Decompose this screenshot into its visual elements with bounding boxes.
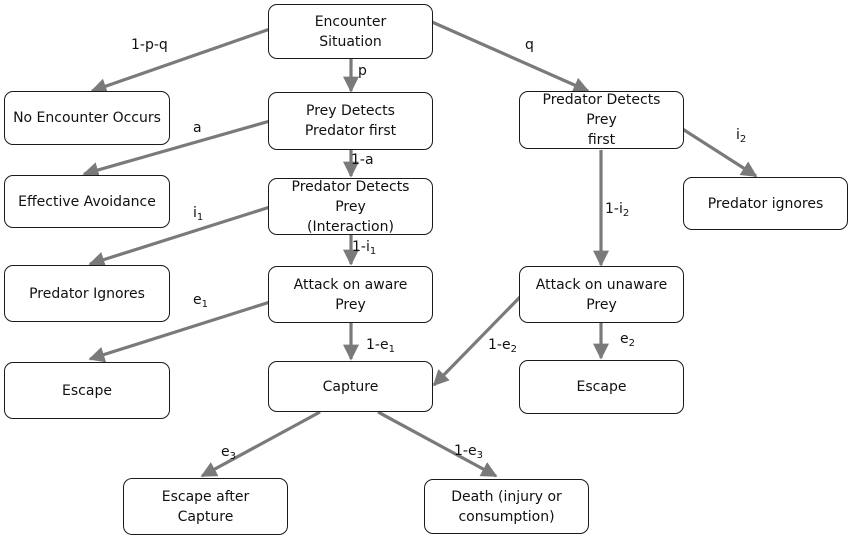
node-label: Predator Detects Prey (Interaction) [291, 178, 410, 235]
edge-interaction-to-ignores [88, 205, 271, 268]
node-label: Predator Detects Prey first [542, 92, 661, 148]
node-label: Effective Avoidance [18, 193, 156, 210]
edge-predator-first-to-ignores [680, 126, 758, 178]
edge-label-1-a: 1-a [351, 152, 374, 168]
edge-label-main: 1-e [366, 337, 389, 353]
node-label: Death (injury or consumption) [451, 488, 562, 525]
edge-label-main: 1-a [351, 152, 374, 168]
edge-label-main: e [221, 444, 230, 460]
edge-label-main: e [620, 331, 629, 347]
node-label: Attack on aware Prey [293, 276, 408, 313]
edge-label-main: 1-e [488, 337, 511, 353]
node-predator-ignores-left: Predator Ignores [4, 265, 170, 322]
node-label: Predator Ignores [29, 285, 145, 302]
node-label: Escape [576, 379, 627, 395]
edge-encounter-to-predator-detects [431, 20, 590, 93]
edge-attack-unaware-to-capture [432, 295, 522, 387]
edge-label-main: i [193, 205, 197, 221]
node-interaction: Predator Detects Prey (Interaction) [268, 178, 433, 235]
edge-label-sub: 1 [369, 246, 377, 257]
edge-label-a: a [193, 120, 202, 136]
node-predator-ignores-right: Predator ignores [683, 177, 848, 230]
node-label: Attack on unaware Prey [535, 276, 668, 313]
node-label: Predator ignores [707, 195, 824, 212]
node-effective-avoidance: Effective Avoidance [4, 175, 170, 228]
edge-label-main: i [736, 127, 740, 143]
edge-label-main: 1-p-q [131, 37, 168, 53]
edge-label-main: 1-e [454, 443, 477, 459]
edge-label-main: a [193, 120, 202, 136]
edge-label-1-e2: 1-e2 [488, 337, 517, 355]
edge-attack-aware-to-escape [88, 300, 271, 363]
node-label: Escape after Capture [161, 488, 250, 525]
edge-label-sub: 3 [229, 451, 236, 462]
edge-label-sub: 2 [622, 208, 630, 219]
node-predator-detects-prey-first: Predator Detects Prey first [519, 91, 684, 149]
edge-label-main: e [193, 292, 202, 308]
edge-label-sub: 1 [201, 299, 208, 310]
node-label: No Encounter Occurs [13, 110, 161, 126]
node-label: Prey Detects Predator first [304, 103, 397, 139]
node-escape-after-capture: Escape after Capture [123, 478, 288, 535]
node-no-encounter: No Encounter Occurs [4, 91, 170, 145]
edge-prey-detects-to-avoidance [82, 119, 271, 178]
node-escape-right: Escape [519, 360, 684, 414]
edge-label-1-e3: 1-e3 [454, 443, 483, 461]
node-label: Escape [62, 382, 112, 399]
edge-label-sub: 1 [196, 212, 204, 223]
edge-capture-to-death [377, 410, 498, 478]
node-escape-left: Escape [4, 362, 170, 419]
edge-label-main: p [358, 63, 367, 79]
edge-label-main: 1-i [352, 239, 370, 255]
edge-label-1-p-q: 1-p-q [131, 37, 168, 53]
edge-label-1-i1: 1-i1 [352, 239, 377, 257]
edge-label-q: q [525, 37, 534, 53]
edge-label-e1: e1 [193, 292, 208, 310]
node-attack-aware-prey: Attack on aware Prey [268, 266, 433, 323]
edge-label-1-i2: 1-i2 [605, 201, 630, 219]
edge-encounter-to-no-encounter [90, 27, 271, 94]
edge-label-sub: 2 [739, 134, 747, 145]
edge-capture-to-escape-after [200, 410, 321, 478]
node-prey-detects-predator: Prey Detects Predator first [268, 92, 433, 150]
edge-label-i1: i1 [193, 205, 204, 223]
edge-label-p: p [358, 63, 367, 79]
edge-label-sub: 2 [628, 338, 635, 349]
edge-label-main: q [525, 37, 534, 53]
edge-label-e3: e3 [221, 444, 236, 462]
node-label: Capture [322, 378, 379, 395]
node-encounter-situation: Encounter Situation [268, 4, 433, 59]
edge-label-sub: 1 [388, 344, 395, 355]
edge-label-sub: 2 [510, 344, 517, 355]
edge-label-sub: 3 [476, 450, 483, 461]
edge-label-e2: e2 [620, 331, 635, 349]
node-label: Encounter Situation [314, 13, 387, 50]
edge-label-main: 1-i [605, 201, 623, 217]
edge-label-i2: i2 [736, 127, 747, 145]
node-death: Death (injury or consumption) [424, 479, 589, 534]
edge-label-1-e1: 1-e1 [366, 337, 395, 355]
node-attack-unaware-prey: Attack on unaware Prey [519, 266, 684, 323]
node-capture: Capture [268, 361, 433, 412]
